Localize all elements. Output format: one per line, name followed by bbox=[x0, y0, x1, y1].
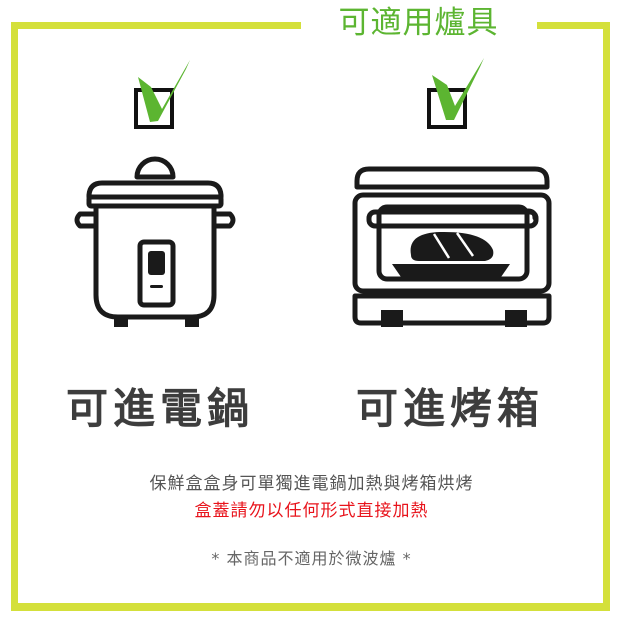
frame-right bbox=[603, 22, 610, 611]
frame-left bbox=[11, 22, 18, 611]
checkmark-icon bbox=[427, 58, 484, 129]
page-title: 可適用爐具 bbox=[338, 5, 499, 41]
checkbox-rice-cooker bbox=[110, 50, 210, 140]
frame-bottom bbox=[11, 603, 610, 611]
frame-top-left bbox=[11, 22, 301, 29]
frame-top-right bbox=[537, 22, 610, 29]
rice-cooker-icon bbox=[60, 145, 250, 339]
usage-note: 保鮮盒盒身可單獨進電鍋加熱與烤箱烘烤 bbox=[149, 474, 474, 494]
oven-icon bbox=[345, 155, 560, 339]
label-oven: 可進烤箱 bbox=[355, 384, 544, 433]
checkmark-icon bbox=[134, 60, 190, 129]
checkbox-oven bbox=[410, 50, 510, 140]
microwave-note: * 本商品不適用於微波爐 * bbox=[211, 549, 412, 568]
lid-warning: 盒蓋請勿以任何形式直接加熱 bbox=[194, 501, 429, 521]
label-rice-cooker: 可進電鍋 bbox=[65, 384, 254, 433]
